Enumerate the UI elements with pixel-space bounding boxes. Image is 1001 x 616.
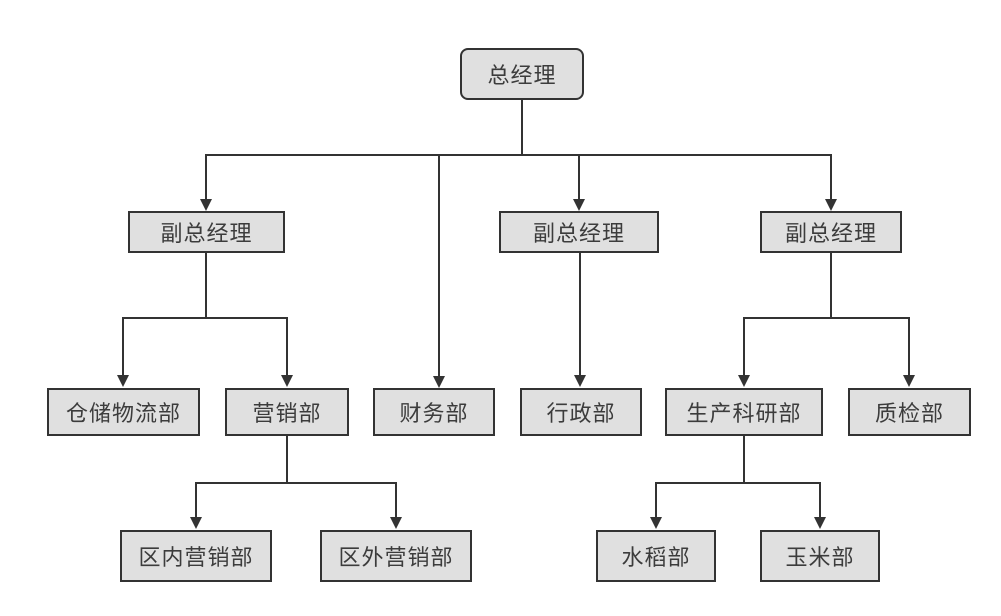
edge-vp-right-bar — [744, 253, 909, 319]
org-node-deputy-gm-middle: 副总经理 — [499, 211, 659, 253]
edge-vp-left-bar — [123, 253, 287, 319]
org-node-deputy-gm-left: 副总经理 — [128, 211, 285, 253]
org-node-regional-marketing: 区内营销部 — [120, 530, 272, 582]
org-node-rice: 水稻部 — [596, 530, 716, 582]
org-node-quality-inspection: 质检部 — [848, 388, 971, 436]
org-node-general-manager: 总经理 — [460, 48, 584, 100]
org-node-finance: 财务部 — [373, 388, 495, 436]
org-node-warehouse-logistics: 仓储物流部 — [47, 388, 200, 436]
org-node-production-research: 生产科研部 — [665, 388, 823, 436]
org-node-deputy-gm-right: 副总经理 — [760, 211, 902, 253]
org-node-corn: 玉米部 — [760, 530, 880, 582]
org-node-administration: 行政部 — [520, 388, 642, 436]
edge-marketing-bar — [196, 436, 396, 484]
edge-production-bar — [656, 436, 820, 484]
connector-lines — [117, 100, 915, 529]
org-node-external-marketing: 区外营销部 — [320, 530, 472, 582]
org-node-marketing: 营销部 — [225, 388, 349, 436]
